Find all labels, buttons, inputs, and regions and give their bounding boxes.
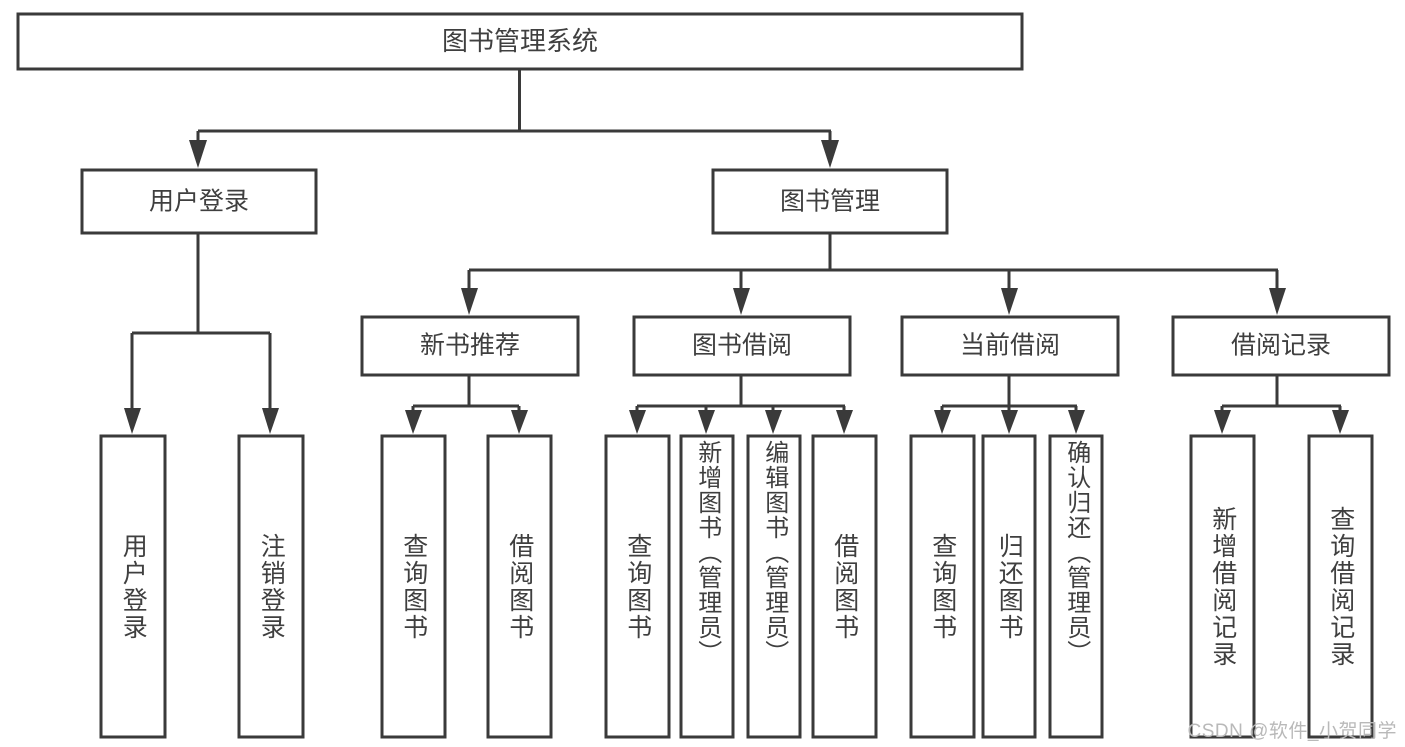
- arrow-head-leaf-cb-2: [1001, 410, 1018, 434]
- connector-group-current-borrow: [934, 376, 1085, 434]
- arrow-head-leaf-bb-1: [629, 410, 646, 434]
- node-book-borrow-label: 图书借阅: [692, 332, 792, 360]
- leaf-box-cb-3[interactable]: [1048, 434, 1104, 739]
- node-new-book-recommend-box[interactable]: [360, 315, 580, 377]
- arrow-head-borrow-record: [1269, 288, 1286, 315]
- leaf-box-bb-2[interactable]: [679, 434, 735, 739]
- node-borrow-record[interactable]: 借阅记录: [1171, 315, 1391, 377]
- arrow-head-book-mgmt: [821, 140, 839, 168]
- arrow-head-leaf-br-1: [1214, 410, 1231, 434]
- arrow-head-leaf-bb-3: [765, 410, 782, 434]
- arrow-head-leaf-cb-3: [1068, 410, 1085, 434]
- node-user-login[interactable]: 用户登录: [80, 168, 318, 235]
- connector-group-new-book-recommend: [405, 376, 528, 434]
- node-user-login-box[interactable]: [80, 168, 318, 235]
- leaf-box-nbr-1[interactable]: [380, 434, 447, 739]
- node-book-management-label: 图书管理: [780, 188, 880, 216]
- leaf-box-cb-2[interactable]: [981, 434, 1037, 739]
- arrow-head-user-login: [189, 140, 207, 168]
- node-borrow-record-label: 借阅记录: [1231, 332, 1331, 360]
- leaf-box-user-login-2[interactable]: [237, 434, 305, 739]
- arrow-head-leaf-cb-1: [934, 410, 951, 434]
- arrow-head-leaf-bb-2: [698, 410, 715, 434]
- leaf-box-bb-1[interactable]: [604, 434, 671, 739]
- watermark-text: CSDN @软件_小贺同学: [1187, 721, 1397, 742]
- node-current-borrow-box[interactable]: [900, 315, 1120, 377]
- leaf-box-bb-3[interactable]: [746, 434, 802, 739]
- arrow-head-new-book-recommend: [461, 288, 478, 315]
- leaf-box-br-2[interactable]: [1307, 434, 1374, 739]
- connector-group-book-mgmt: [461, 234, 1286, 315]
- connector-group-book-borrow: [629, 376, 853, 434]
- arrow-head-leaf-nbr-2: [511, 410, 528, 434]
- node-current-borrow[interactable]: 当前借阅: [900, 315, 1120, 377]
- arrow-head-book-borrow: [733, 288, 750, 315]
- arrow-head-leaf-bb-4: [836, 410, 853, 434]
- node-book-borrow-box[interactable]: [632, 315, 852, 377]
- node-root-system[interactable]: 图书管理系统: [16, 12, 1024, 71]
- node-root-system-box[interactable]: [16, 12, 1024, 71]
- node-book-management-box[interactable]: [711, 168, 949, 235]
- leaf-box-br-1[interactable]: [1189, 434, 1256, 739]
- leaf-box-nbr-2[interactable]: [486, 434, 553, 739]
- leaf-box-cb-1[interactable]: [909, 434, 976, 739]
- node-book-borrow[interactable]: 图书借阅: [632, 315, 852, 377]
- node-new-book-recommend-label: 新书推荐: [420, 332, 520, 360]
- connector-group-root: [189, 69, 839, 168]
- node-book-management[interactable]: 图书管理: [711, 168, 949, 235]
- leaf-box-user-login-1[interactable]: [99, 434, 167, 739]
- node-user-login-label: 用户登录: [149, 188, 249, 216]
- node-new-book-recommend[interactable]: 新书推荐: [360, 315, 580, 377]
- arrow-head-current-borrow: [1001, 288, 1018, 315]
- node-borrow-record-box[interactable]: [1171, 315, 1391, 377]
- arrow-head-leaf-user-login-1: [124, 408, 141, 434]
- arrow-head-leaf-nbr-1: [405, 410, 422, 434]
- arrow-head-leaf-br-2: [1332, 410, 1349, 434]
- leaf-box-bb-4[interactable]: [811, 434, 878, 739]
- node-root-system-label: 图书管理系统: [442, 26, 598, 56]
- node-current-borrow-label: 当前借阅: [960, 332, 1060, 360]
- arrow-head-leaf-user-login-2: [262, 408, 279, 434]
- connector-group-user-login: [124, 234, 279, 434]
- connector-group-borrow-record: [1214, 376, 1349, 434]
